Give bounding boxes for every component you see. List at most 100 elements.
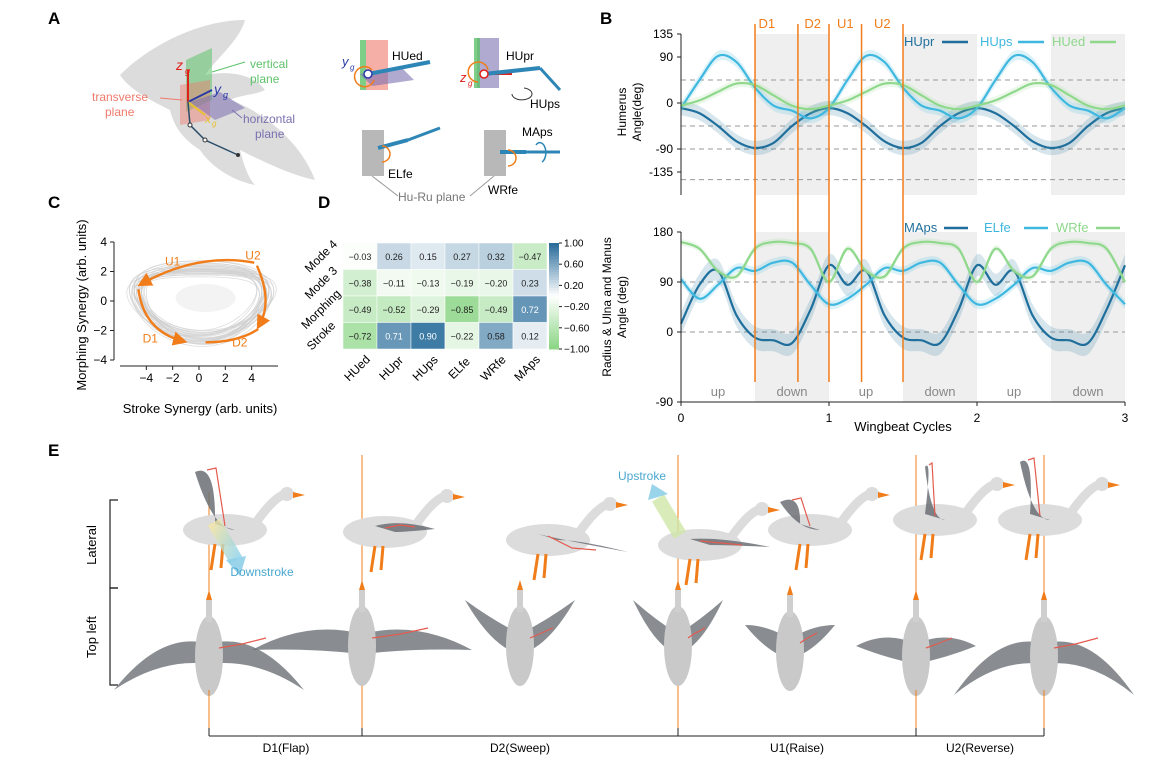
xtick-label: 0: [678, 411, 685, 425]
goose-wing: [925, 465, 945, 520]
wrfe-label: WRfe: [488, 183, 518, 197]
heatmap-value: 0.71: [385, 331, 403, 341]
colorbar-step: [549, 311, 559, 316]
b-top-ylabel: Humerus: [615, 88, 629, 137]
vertical-plane-label: vertical: [250, 57, 288, 71]
ytick-label: 0: [100, 294, 107, 308]
phase-d1-label: D1(Flap): [263, 741, 310, 755]
row-label-top-left: Top left: [84, 616, 99, 658]
heatmap-cell: [512, 322, 548, 350]
phase-label-U2: U2: [874, 16, 891, 31]
x-axis-label: x: [204, 112, 212, 126]
heatmap-value: −0.85: [451, 305, 474, 315]
goose-beak: [1108, 482, 1120, 488]
b-top-ylabel2: Angle(deg): [630, 83, 644, 142]
heatmap-cell: [342, 242, 378, 270]
z-axis-label: z: [175, 57, 183, 73]
colorbar-step: [549, 343, 559, 347]
colorbar-step: [549, 285, 559, 289]
goose-body: [506, 524, 590, 556]
heatmap-cell: [444, 269, 480, 297]
colorbar-step: [549, 274, 559, 278]
colorbar-step: [549, 333, 559, 337]
goose-feet: [794, 543, 810, 571]
heatmap-col-label: WRfe: [478, 352, 509, 383]
colorbar-step: [549, 261, 559, 265]
goose-beak: [453, 494, 465, 500]
shade-band-top: [1051, 34, 1125, 195]
legend-HUps: HUps: [980, 34, 1013, 49]
phase-label-U1: U1: [837, 16, 854, 31]
colorbar-step: [549, 266, 559, 270]
goose-neck: [725, 504, 765, 544]
arrow-d2: [205, 328, 259, 344]
colorbar-step: [549, 325, 559, 329]
period-label: up: [1007, 384, 1021, 399]
goose-top-limb: [529, 627, 554, 639]
heatmap-value: 0.72: [521, 305, 539, 315]
phase-label-D2: D2: [232, 336, 248, 350]
heatmap-value: −0.03: [349, 252, 372, 262]
period-label: up: [711, 384, 725, 399]
svg-text:y: y: [341, 54, 350, 69]
colorbar-tick-label: 1.00: [564, 239, 584, 250]
hued-label: HUed: [392, 49, 423, 63]
b-bottom-ylabel: Radius & Ulna and Manus: [600, 237, 614, 376]
upstroke-label: Upstroke: [618, 469, 666, 483]
heatmap-cell: [410, 269, 446, 297]
goose-top-body: [506, 606, 534, 686]
goose-lateral-7: [998, 457, 1120, 561]
wrfe-diagram: MAps WRfe: [484, 125, 560, 197]
xtick-label: −4: [139, 371, 153, 385]
phase-u1-label: U1(Raise): [770, 741, 824, 755]
heatmap-value: −0.29: [417, 305, 440, 315]
colorbar-step: [549, 319, 559, 323]
heatmap-col-label: HUps: [410, 353, 441, 384]
legend-HUpr: HUpr: [904, 34, 935, 49]
goose-neck: [1065, 479, 1105, 519]
svg-text:g: g: [185, 66, 190, 76]
series-band-WRfe: [681, 238, 1125, 286]
ytick-label: 135: [653, 27, 673, 41]
xtick-label: 3: [1122, 411, 1129, 425]
goose-head: [1095, 477, 1109, 491]
ytick-label: -90: [656, 142, 674, 156]
goose-top-beak: [787, 585, 793, 595]
colorbar-step: [549, 314, 559, 318]
colorbar-step: [549, 277, 559, 281]
heatmap-cell: [342, 322, 378, 350]
xtick-label: 1: [826, 411, 833, 425]
goose-feet: [684, 558, 700, 586]
goose-feet: [369, 545, 385, 573]
goose-top-limb: [799, 632, 818, 644]
phase-label-D1: D1: [759, 16, 776, 31]
b-bottom-ylabel2: Angle (deg): [615, 276, 629, 338]
goose-wing: [538, 534, 628, 552]
heatmap-cell: [478, 242, 514, 270]
colorbar-step: [549, 346, 559, 350]
goose-limb: [699, 540, 743, 546]
goose-head: [865, 487, 879, 501]
colorbar-step: [549, 250, 559, 255]
colorbar-step: [549, 322, 559, 326]
heatmap-colorbar: 1.000.600.20−0.20−0.60−1.00: [549, 239, 590, 356]
colorbar-step: [549, 303, 559, 308]
goose-top-neck: [675, 590, 681, 612]
goose-top-3: [465, 580, 575, 686]
phase-u2-label: U2(Reverse): [946, 741, 1014, 755]
goose-top-wings: [954, 641, 1134, 695]
ytick-label: 2: [100, 265, 107, 279]
b-xlabel: Wingbeat Cycles: [854, 419, 952, 434]
goose-top-7: [954, 590, 1134, 696]
colorbar-tick-label: −0.20: [564, 302, 590, 313]
xtick-label: 0: [196, 371, 203, 385]
goose-top-body: [776, 611, 804, 691]
heatmap-cell: [376, 242, 412, 270]
colorbar-step: [549, 272, 559, 276]
heatmap-value: −0.52: [383, 305, 406, 315]
goose-limb: [928, 461, 936, 517]
transverse-plane-label: transverse: [92, 90, 148, 104]
goose-wing: [1020, 460, 1050, 520]
